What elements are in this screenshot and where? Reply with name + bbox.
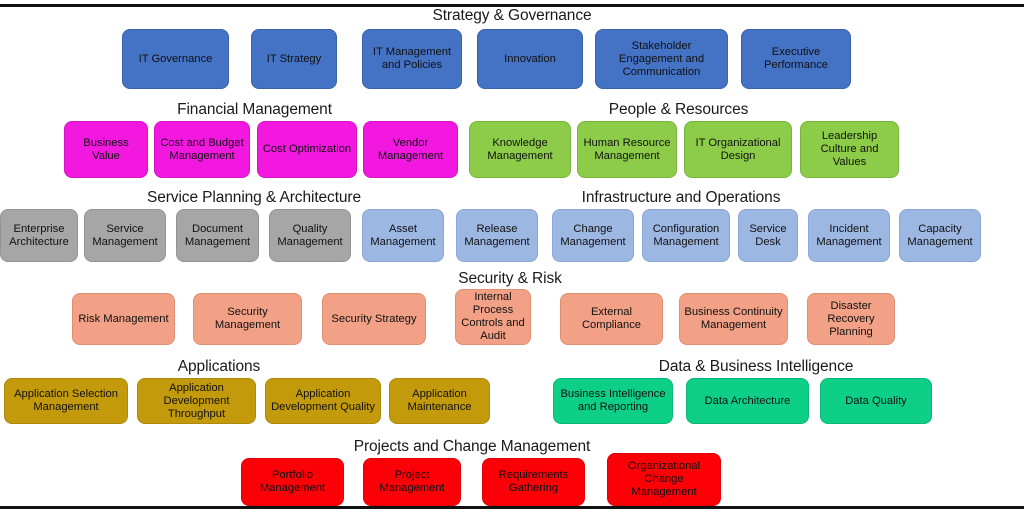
capability-box[interactable]: Application Development Quality — [265, 378, 381, 424]
capability-box[interactable]: Portfolio Management — [241, 458, 344, 506]
capability-box-label: Data Architecture — [704, 394, 791, 407]
capability-box-label: Internal Process Controls and Audit — [461, 291, 525, 342]
capability-box-label: Cost Optimization — [262, 143, 352, 155]
capability-box-label: IT Management and Policies — [372, 46, 452, 71]
capability-box-label: Business Continuity Management — [684, 306, 783, 331]
capability-box[interactable]: Vendor Management — [363, 121, 458, 178]
group-title-security-risk: Security & Risk — [458, 270, 562, 287]
group-title-service-planning-architecture: Service Planning & Architecture — [146, 189, 361, 206]
capability-box-label: Business Value — [83, 136, 129, 162]
capability-box-label: Asset Management — [370, 222, 436, 248]
bottom-divider-rule — [0, 506, 1024, 509]
capability-box[interactable]: Release Management — [456, 209, 538, 262]
capability-box-label: Business Intelligence and Reporting — [560, 388, 666, 413]
capability-box-label: Human Resource Management — [583, 136, 671, 162]
capability-box[interactable]: Capacity Management — [899, 209, 981, 262]
capability-box[interactable]: Organizational Change Management — [607, 453, 721, 506]
capability-box-label: Change Management — [560, 222, 626, 248]
capability-box[interactable]: Configuration Management — [642, 209, 730, 262]
capability-box[interactable]: Human Resource Management — [577, 121, 677, 178]
capability-box-label: Risk Management — [78, 312, 169, 325]
capability-box-label: Portfolio Management — [259, 469, 326, 494]
capability-box-label: Application Selection Management — [14, 388, 118, 413]
capability-box-label: Document Management — [184, 222, 251, 248]
capability-box[interactable]: Business Value — [64, 121, 148, 178]
capability-box[interactable]: IT Strategy — [251, 29, 337, 89]
capability-box[interactable]: Innovation — [477, 29, 583, 89]
capability-box[interactable]: Data Architecture — [686, 378, 809, 424]
capability-box-label: Application Development Quality — [271, 388, 375, 413]
capability-box[interactable]: Requirements Gathering — [482, 458, 585, 506]
capability-box[interactable]: Security Strategy — [322, 293, 426, 345]
capability-box[interactable]: Document Management — [176, 209, 259, 262]
group-title-strategy-governance: Strategy & Governance — [432, 7, 592, 24]
capability-box-label: Service Management — [92, 222, 158, 248]
capability-box-label: Incident Management — [816, 222, 882, 248]
capability-box[interactable]: Project Management — [363, 458, 461, 506]
capability-box-label: Enterprise Architecture — [9, 222, 69, 248]
capability-box[interactable]: Knowledge Management — [469, 121, 571, 178]
capability-box[interactable]: Internal Process Controls and Audit — [455, 289, 531, 345]
group-title-projects-change-management: Projects and Change Management — [353, 438, 591, 455]
capability-box-label: Stakeholder Engagement and Communication — [618, 39, 705, 78]
capability-box[interactable]: Application Maintenance — [389, 378, 490, 424]
capability-box-label: Application Maintenance — [407, 388, 472, 413]
capability-box-label: Vendor Management — [377, 136, 444, 162]
capability-box[interactable]: Disaster Recovery Planning — [807, 293, 895, 345]
capability-box[interactable]: Leadership Culture and Values — [800, 121, 899, 178]
capability-box-label: Cost and Budget Management — [160, 136, 244, 162]
capability-box-label: Quality Management — [277, 222, 343, 248]
capability-box[interactable]: Service Desk — [738, 209, 798, 262]
capability-box-label: Security Management — [214, 306, 281, 331]
capability-box[interactable]: Business Intelligence and Reporting — [553, 378, 673, 424]
capability-box[interactable]: Cost and Budget Management — [154, 121, 250, 178]
group-title-financial-management: Financial Management — [177, 101, 332, 118]
capability-box-label: Project Management — [379, 469, 445, 494]
capability-box[interactable]: Risk Management — [72, 293, 175, 345]
capability-box[interactable]: Business Continuity Management — [679, 293, 788, 345]
capability-box-label: Disaster Recovery Planning — [827, 299, 875, 338]
capability-box[interactable]: Data Quality — [820, 378, 932, 424]
capability-box-label: IT Organizational Design — [695, 136, 781, 162]
capability-box[interactable]: Asset Management — [362, 209, 444, 262]
group-title-infrastructure-operations: Infrastructure and Operations — [581, 189, 781, 206]
capability-box[interactable]: Stakeholder Engagement and Communication — [595, 29, 728, 89]
capability-box-label: Organizational Change Management — [627, 460, 701, 498]
capability-box-label: IT Governance — [138, 52, 213, 65]
capability-box[interactable]: Cost Optimization — [257, 121, 357, 178]
capability-box[interactable]: Application Development Throughput — [137, 378, 256, 424]
capability-box-label: Requirements Gathering — [498, 469, 569, 494]
group-title-data-business-intelligence: Data & Business Intelligence — [658, 358, 854, 375]
capability-box-label: Release Management — [464, 222, 530, 248]
capability-box[interactable]: IT Organizational Design — [684, 121, 792, 178]
capability-box-label: Application Development Throughput — [163, 381, 230, 420]
capability-box-label: Security Strategy — [331, 312, 417, 325]
capability-box-label: External Compliance — [581, 306, 642, 331]
capability-box-label: Capacity Management — [907, 222, 973, 248]
capability-box-label: IT Strategy — [266, 52, 322, 65]
capability-box[interactable]: Change Management — [552, 209, 634, 262]
capability-box-label: Configuration Management — [652, 222, 720, 248]
capability-box[interactable]: IT Management and Policies — [362, 29, 462, 89]
capability-box[interactable]: Service Management — [84, 209, 166, 262]
capability-box[interactable]: External Compliance — [560, 293, 663, 345]
capability-box-label: Knowledge Management — [487, 136, 553, 162]
capability-box-label: Service Desk — [749, 222, 787, 248]
group-title-people-resources: People & Resources — [608, 101, 749, 118]
capability-box[interactable]: Executive Performance — [741, 29, 851, 89]
capability-box-label: Innovation — [504, 52, 556, 65]
group-title-applications: Applications — [177, 358, 261, 375]
capability-box[interactable]: Application Selection Management — [4, 378, 128, 424]
capability-box-label: Executive Performance — [763, 46, 829, 71]
capability-box[interactable]: Enterprise Architecture — [0, 209, 78, 262]
top-divider-rule — [0, 4, 1024, 7]
capability-box-label: Leadership Culture and Values — [820, 130, 879, 168]
capability-box[interactable]: Quality Management — [269, 209, 351, 262]
capability-box[interactable]: IT Governance — [122, 29, 229, 89]
capability-box-label: Data Quality — [845, 394, 907, 407]
capability-box[interactable]: Security Management — [193, 293, 302, 345]
capability-box[interactable]: Incident Management — [808, 209, 890, 262]
